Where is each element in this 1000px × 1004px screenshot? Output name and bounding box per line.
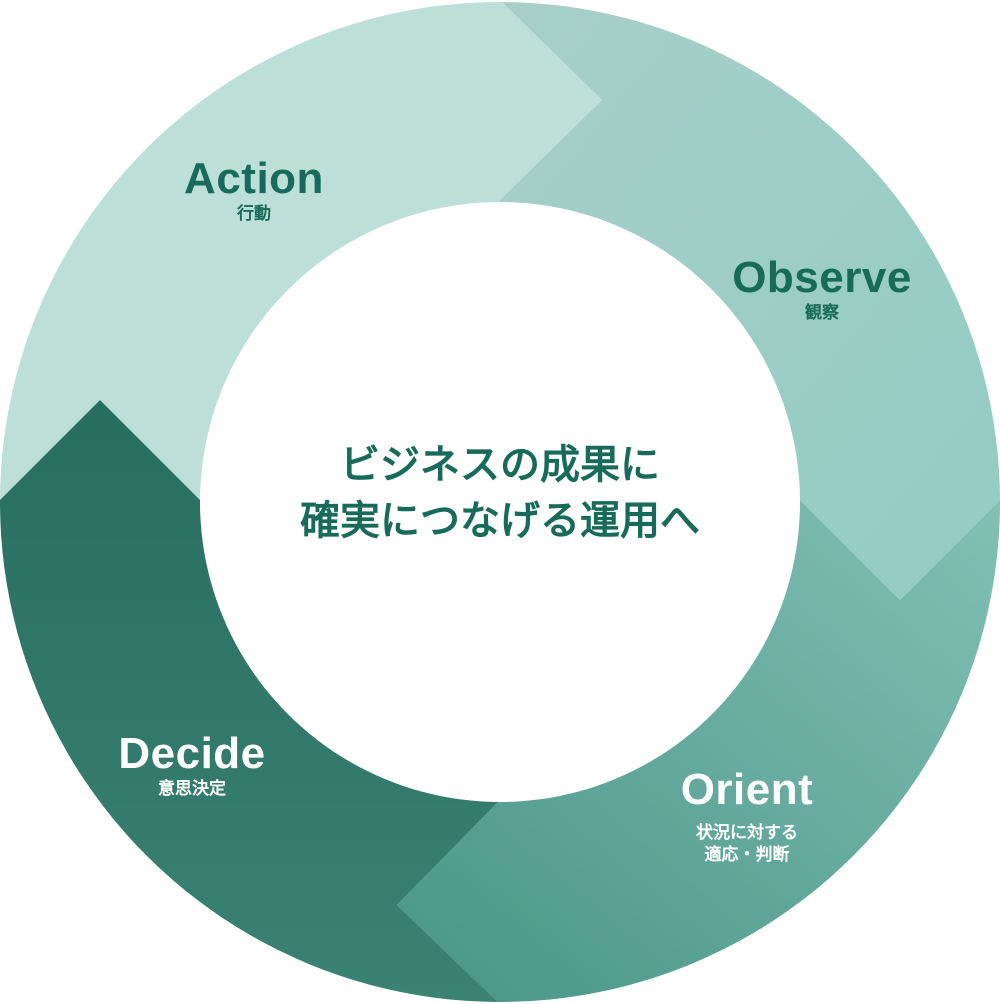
center-title-line1: ビジネスの成果に bbox=[340, 442, 660, 488]
stage-action-subtitle: 行動 bbox=[236, 204, 271, 224]
stage-action: Action 行動 bbox=[184, 155, 324, 225]
stage-observe-subtitle: 観察 bbox=[804, 303, 839, 323]
center-title-line2: 確実につなげる運用へ bbox=[300, 498, 700, 544]
stage-orient-title: Orient bbox=[680, 765, 814, 814]
stage-orient-subtitle-line2: 適応・判断 bbox=[704, 845, 790, 865]
stage-decide-title: Decide bbox=[118, 729, 266, 778]
stage-action-title: Action bbox=[184, 154, 324, 203]
stage-orient: Orient 状況に対する 適応・判断 bbox=[681, 766, 814, 866]
stage-orient-subtitle-line1: 状況に対する bbox=[695, 823, 798, 843]
center-title: ビジネスの成果に 確実につなげる運用へ bbox=[300, 437, 700, 549]
stage-decide: Decide 意思決定 bbox=[118, 730, 265, 800]
stage-decide-subtitle: 意思決定 bbox=[157, 779, 226, 799]
stage-observe-title: Observe bbox=[732, 253, 912, 302]
stage-observe: Observe 観察 bbox=[732, 254, 912, 324]
